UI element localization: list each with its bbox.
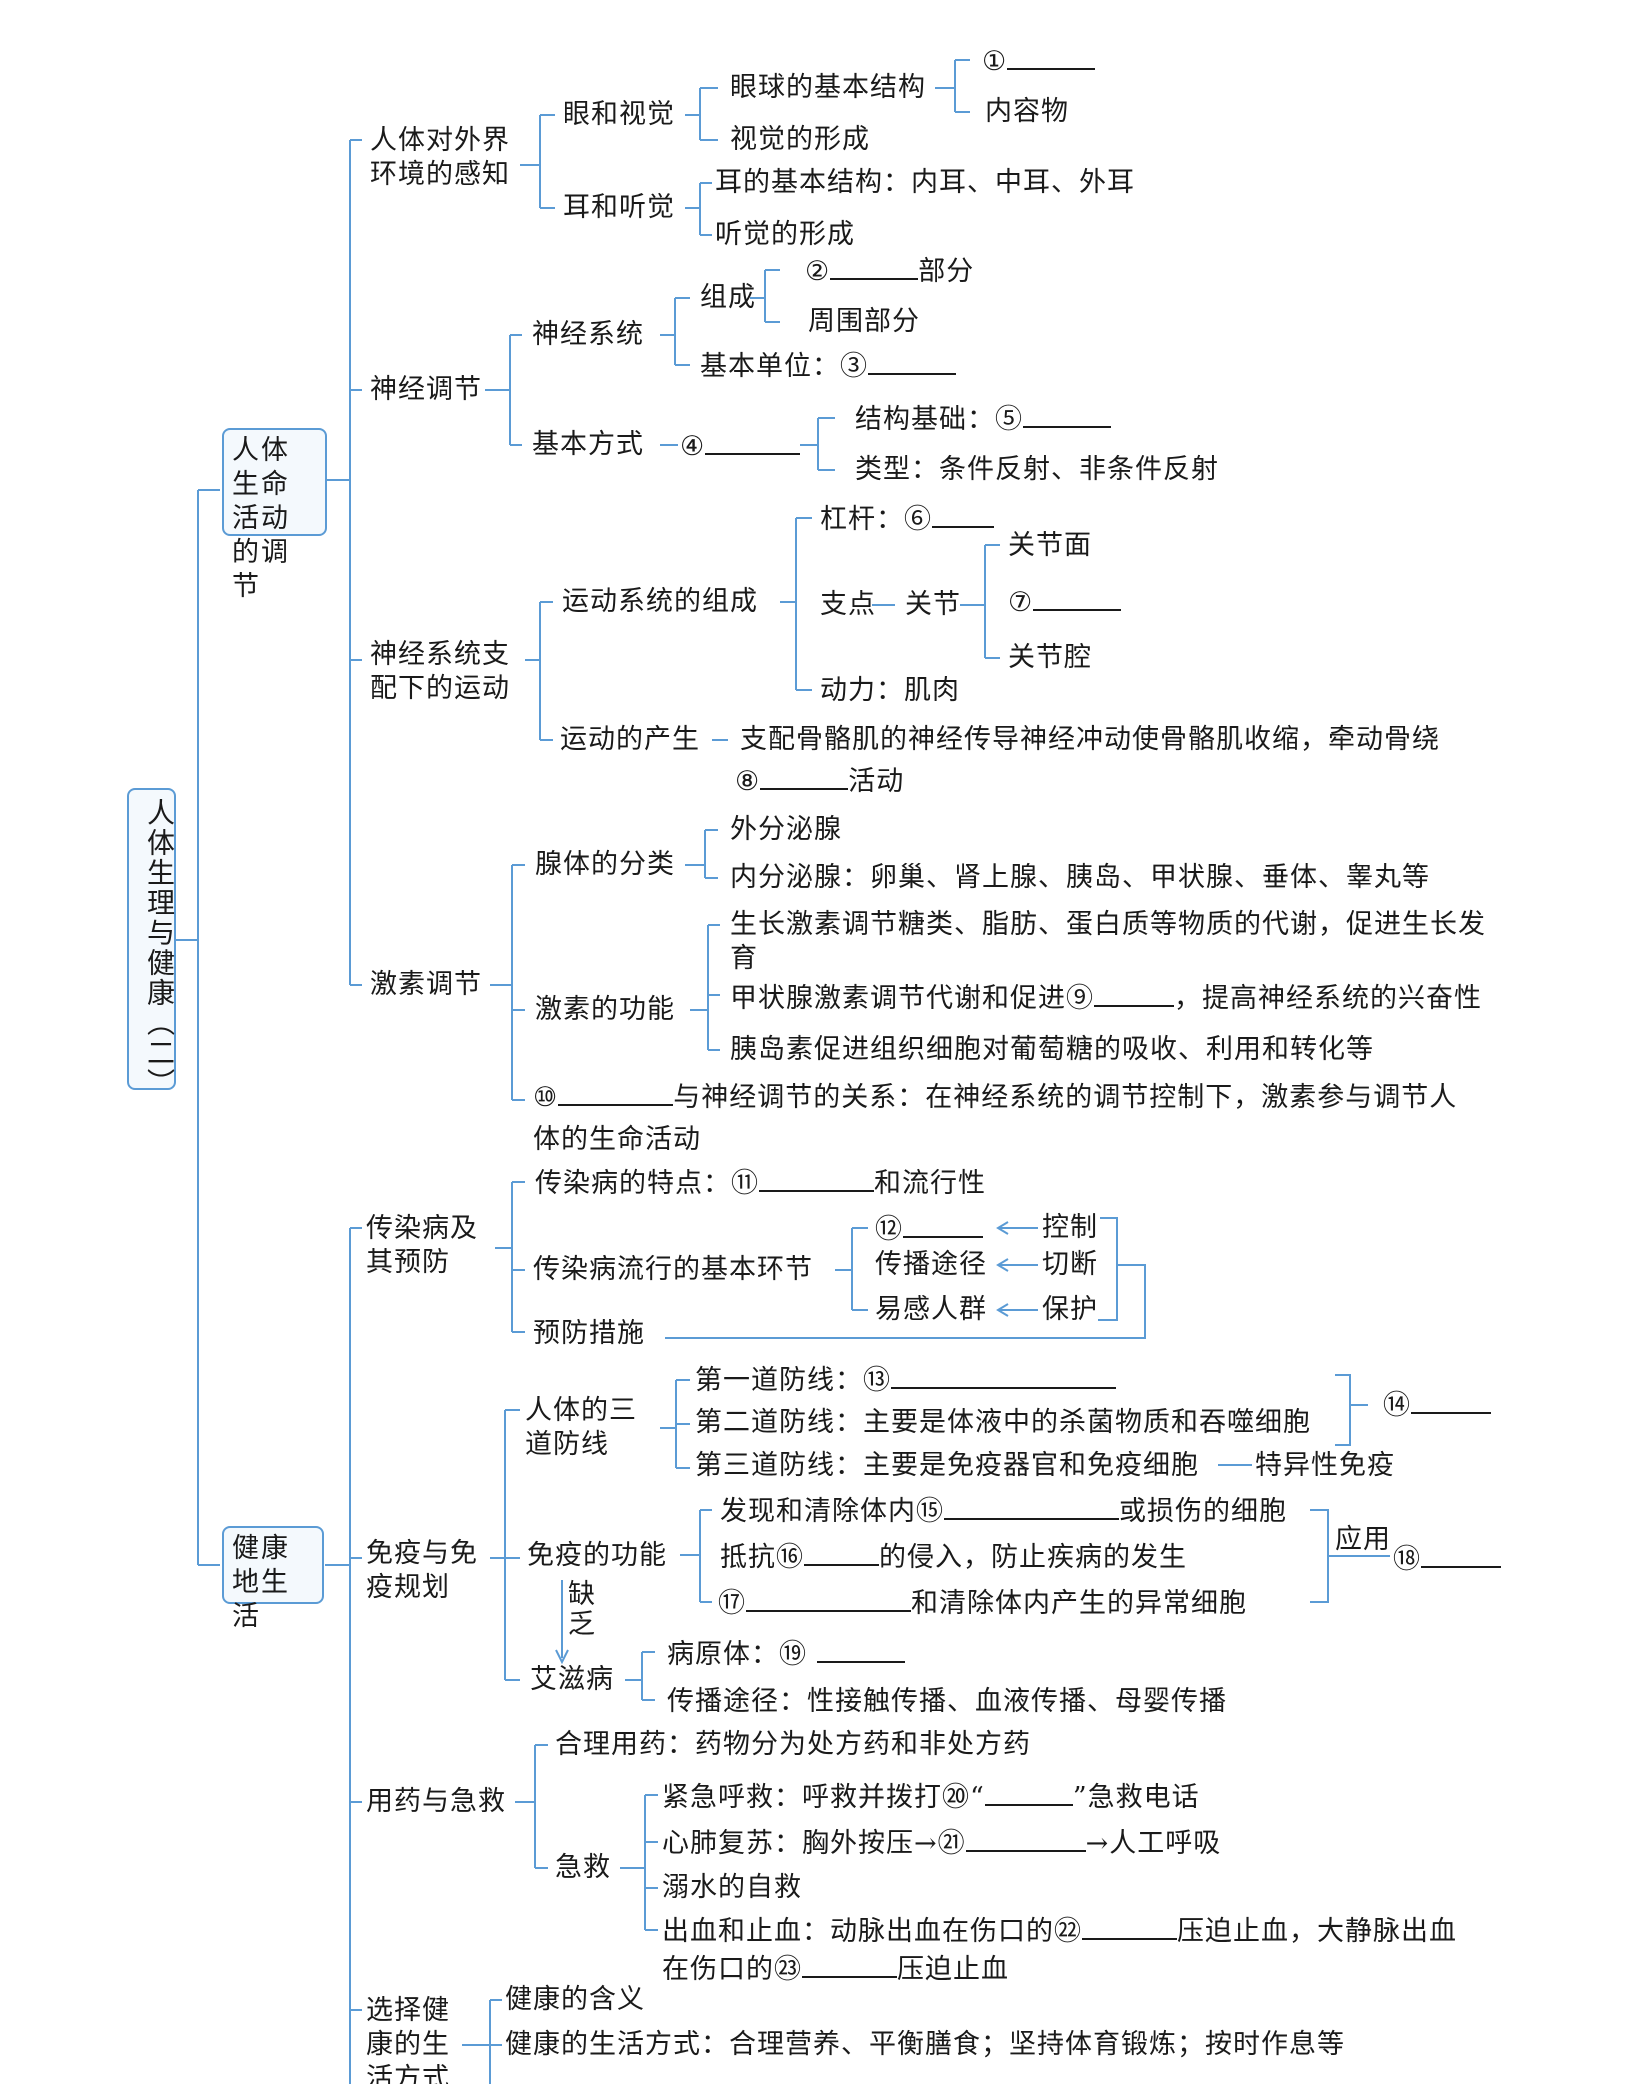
eye-contents: 内容物 (985, 96, 1069, 127)
immunity-label: 免疫与免疫规划 (366, 1538, 478, 1603)
structure-basis: 结构基础：⑤ (855, 402, 1111, 436)
thyroid-hormone: 甲状腺激素调节代谢和促进⑨，提高神经系统的兴奋性 (730, 983, 1482, 1014)
joint-cavity: 关节腔 (1008, 642, 1092, 673)
lifestyle-label: 选择健康的生活方式 (366, 1995, 450, 2084)
hormone-label: 激素调节 (370, 969, 482, 1000)
movement-production: 运动的产生 (560, 724, 700, 755)
movement-label: 神经系统支配下的运动 (370, 639, 510, 704)
transmission-route: 传播途径 (875, 1249, 987, 1280)
aids-transmission: 传播途径：性接触传播、血液传播、母婴传播 (667, 1686, 1227, 1717)
movement-composition: 运动系统的组成 (562, 586, 758, 617)
basic-unit: 基本单位：③ (700, 349, 956, 383)
reflex-types: 类型：条件反射、非条件反射 (855, 454, 1219, 485)
aids-pathogen: 病原体：⑲ (667, 1637, 905, 1671)
eyeball-structure: 眼球的基本结构 (730, 72, 926, 103)
infection-label: 传染病及其预防 (366, 1213, 478, 1278)
drowning-self-rescue: 溺水的自救 (662, 1872, 802, 1903)
regulation-node: 人体生命活动的调节 (222, 428, 327, 602)
immune-function: 免疫的功能 (527, 1540, 667, 1571)
joint-surface: 关节面 (1008, 530, 1092, 561)
exocrine: 外分泌腺 (730, 814, 842, 845)
epidemic-links: 传染病流行的基本环节 (533, 1254, 813, 1285)
neural-label: 神经调节 (370, 374, 482, 405)
blank-1: ① (982, 44, 1096, 78)
cpr: 心肺复苏：胸外按压→㉑→人工呼吸 (662, 1828, 1222, 1859)
peripheral-part: 周围部分 (808, 306, 920, 337)
vision-formation: 视觉的形成 (730, 124, 870, 155)
hormone-function: 激素的功能 (535, 994, 675, 1025)
basic-mode: 基本方式 (532, 429, 644, 460)
specific-immunity: 特异性免疫 (1255, 1450, 1395, 1481)
application: 应用 (1335, 1524, 1391, 1555)
joint: 关节 (905, 589, 961, 620)
blank-7: ⑦ (1008, 585, 1122, 619)
ear-structure: 耳的基本结构：内耳、中耳、外耳 (715, 167, 1135, 198)
lever: 杠杆：⑥ (820, 502, 994, 536)
health-meaning: 健康的含义 (505, 1984, 645, 2015)
prevention: 预防措施 (533, 1318, 645, 1349)
protect: 保护 (1042, 1294, 1098, 1325)
susceptible-group: 易感人群 (875, 1294, 987, 1325)
gland-classes: 腺体的分类 (535, 849, 675, 880)
root-title: 人体生理与健康（二） (127, 788, 176, 1098)
defense-lines: 人体的三道防线 (525, 1395, 637, 1460)
emergency-call: 紧急呼救：呼救并拨打⑳“”急救电话 (662, 1782, 1200, 1813)
aids: 艾滋病 (530, 1664, 614, 1695)
ear-hearing: 耳和听觉 (563, 192, 675, 223)
perception-label: 人体对外界环境的感知 (370, 125, 510, 190)
blank-4: ④ (680, 429, 801, 463)
rational-drug-use: 合理用药：药物分为处方药和非处方药 (555, 1729, 1031, 1760)
power-muscle: 动力：肌肉 (820, 675, 960, 706)
blank-14: ⑭ (1383, 1388, 1491, 1422)
growth-hormone: 生长激素调节糖类、脂肪、蛋白质等物质的代谢，促进生长发育 (730, 909, 1486, 974)
composition: 组成 (700, 282, 756, 313)
nervous-system: 神经系统 (532, 319, 644, 350)
blank-12: ⑫ (875, 1212, 983, 1246)
insulin: 胰岛素促进组织细胞对葡萄糖的吸收、利用和转化等 (730, 1034, 1374, 1065)
control: 控制 (1042, 1212, 1098, 1243)
first-line: 第一道防线：⑬ (695, 1363, 1116, 1397)
first-aid: 急救 (555, 1852, 611, 1883)
eye-vision: 眼和视觉 (563, 99, 675, 130)
cut-off: 切断 (1042, 1249, 1098, 1280)
fulcrum: 支点 (820, 589, 876, 620)
blank-18: ⑱ (1393, 1542, 1501, 1576)
health-node: 健康地生活 (222, 1526, 324, 1632)
medicine-label: 用药与急救 (366, 1786, 506, 1817)
third-line: 第三道防线：主要是免疫器官和免疫细胞 (695, 1450, 1199, 1481)
lack-label: 缺乏 (568, 1579, 596, 1640)
endocrine: 内分泌腺：卵巢、肾上腺、胰岛、甲状腺、垂体、睾丸等 (730, 862, 1430, 893)
healthy-lifestyle: 健康的生活方式：合理营养、平衡膳食；坚持体育锻炼；按时作息等 (505, 2029, 1345, 2060)
relation-cont: 体的生命活动 (533, 1124, 701, 1155)
second-line: 第二道防线：主要是体液中的杀菌物质和吞噬细胞 (695, 1407, 1311, 1438)
hearing-formation: 听觉的形成 (715, 219, 855, 250)
production-desc: 支配骨骼肌的神经传导神经冲动使骨骼肌收缩，牵动骨绕 (740, 724, 1440, 755)
